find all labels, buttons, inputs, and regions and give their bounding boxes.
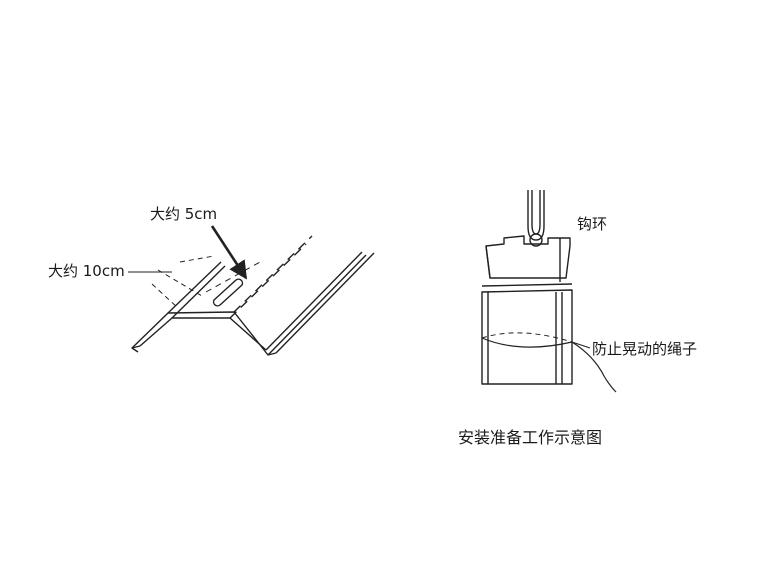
profile-dashed-edge <box>233 235 313 313</box>
dimension-10cm-ext2 <box>157 269 203 297</box>
hanging-wire-inner <box>531 190 541 235</box>
hanging-panels-drawing <box>481 190 617 393</box>
dimension-5cm-arrow <box>210 225 248 280</box>
dimension-10cm-ext3 <box>179 255 215 263</box>
label-about-5cm: 大约 5cm <box>150 205 218 223</box>
slot-hole <box>212 278 244 307</box>
label-hook-ring: 钩环 <box>577 215 608 233</box>
lower-panel <box>481 289 573 385</box>
profile-edge-left-2 <box>171 265 226 319</box>
rope-leader-line <box>571 341 591 349</box>
steel-profile-drawing <box>128 225 375 356</box>
hanging-wire <box>527 190 545 241</box>
panel-joint <box>481 283 573 287</box>
diagram-caption: 安装准备工作示意图 <box>458 428 603 447</box>
label-about-10cm: 大约 10cm <box>48 262 125 280</box>
anti-sway-rope-tail <box>571 341 617 393</box>
profile-edge-left <box>167 261 222 314</box>
anti-sway-rope-back <box>481 332 573 343</box>
profile-edge-right-2 <box>275 252 375 354</box>
profile-dashed-edge-2 <box>229 243 307 319</box>
label-anti-sway-rope: 防止晃动的绳子 <box>592 340 698 358</box>
profile-section-tip <box>131 345 141 349</box>
upper-panel-left-flange <box>485 245 491 279</box>
hook-ring-shape <box>529 233 543 247</box>
profile-section-inner <box>139 317 267 351</box>
profile-edge-right <box>267 254 367 356</box>
anti-sway-rope-front <box>481 337 573 348</box>
dimension-10cm-ext1 <box>151 283 179 309</box>
upper-panel <box>485 235 571 279</box>
profile-section-outer <box>131 311 277 356</box>
profile-edge-right-3 <box>265 251 363 351</box>
